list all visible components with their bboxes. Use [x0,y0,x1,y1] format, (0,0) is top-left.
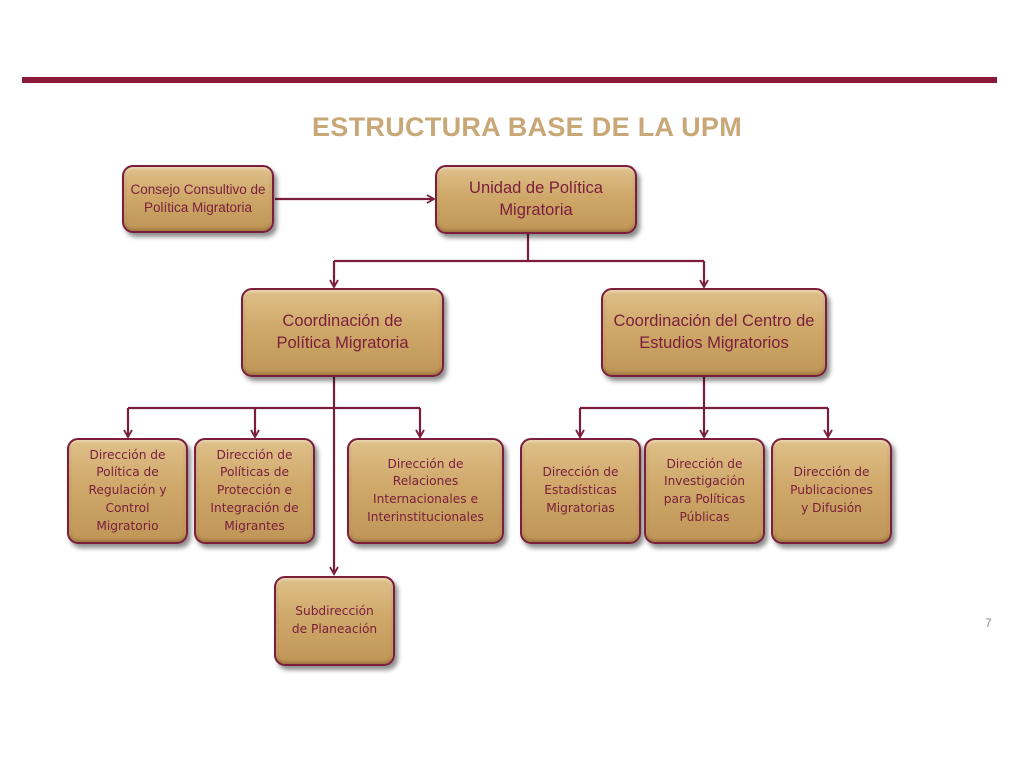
node-label: Dirección de Política de Regulación y Co… [88,447,167,533]
node-direccion-regulacion-control: Dirección de Política de Regulación y Co… [67,438,188,544]
node-subdireccion-planeacion: Subdirección de Planeación [274,576,395,666]
node-label: Coordinación de Política Migratoria [276,312,409,352]
node-unidad-politica-migratoria: Unidad de Política Migratoria [435,165,637,234]
node-coordinacion-centro-estudios: Coordinación del Centro de Estudios Migr… [601,288,827,377]
page-number: 7 [985,616,992,630]
node-label: Dirección de Relaciones Internacionales … [367,456,484,524]
node-label: Subdirección de Planeación [291,604,378,636]
node-direccion-proteccion-integracion: Dirección de Políticas de Protección e I… [194,438,315,544]
node-coordinacion-politica-migratoria: Coordinación de Política Migratoria [241,288,444,377]
node-direccion-estadisticas: Dirección de Estadísticas Migratorias [520,438,641,544]
node-consejo-consultivo: Consejo Consultivo de Política Migratori… [122,165,274,233]
page-title: ESTRUCTURA BASE DE LA UPM [311,112,742,142]
node-label: Dirección de Investigación para Política… [663,456,746,524]
node-direccion-investigacion: Dirección de Investigación para Política… [644,438,765,544]
node-direccion-relaciones-internacionales: Dirección de Relaciones Internacionales … [347,438,504,544]
node-label: Dirección de Publicaciones y Difusión [790,465,873,515]
node-label: Consejo Consultivo de Política Migratori… [130,182,266,215]
node-direccion-publicaciones: Dirección de Publicaciones y Difusión [771,438,892,544]
node-label: Dirección de Estadísticas Migratorias [542,465,619,515]
node-label: Unidad de Política Migratoria [469,179,603,219]
node-label: Dirección de Políticas de Protección e I… [210,447,299,533]
node-label: Coordinación del Centro de Estudios Migr… [613,312,815,352]
top-accent-bar [22,77,997,83]
